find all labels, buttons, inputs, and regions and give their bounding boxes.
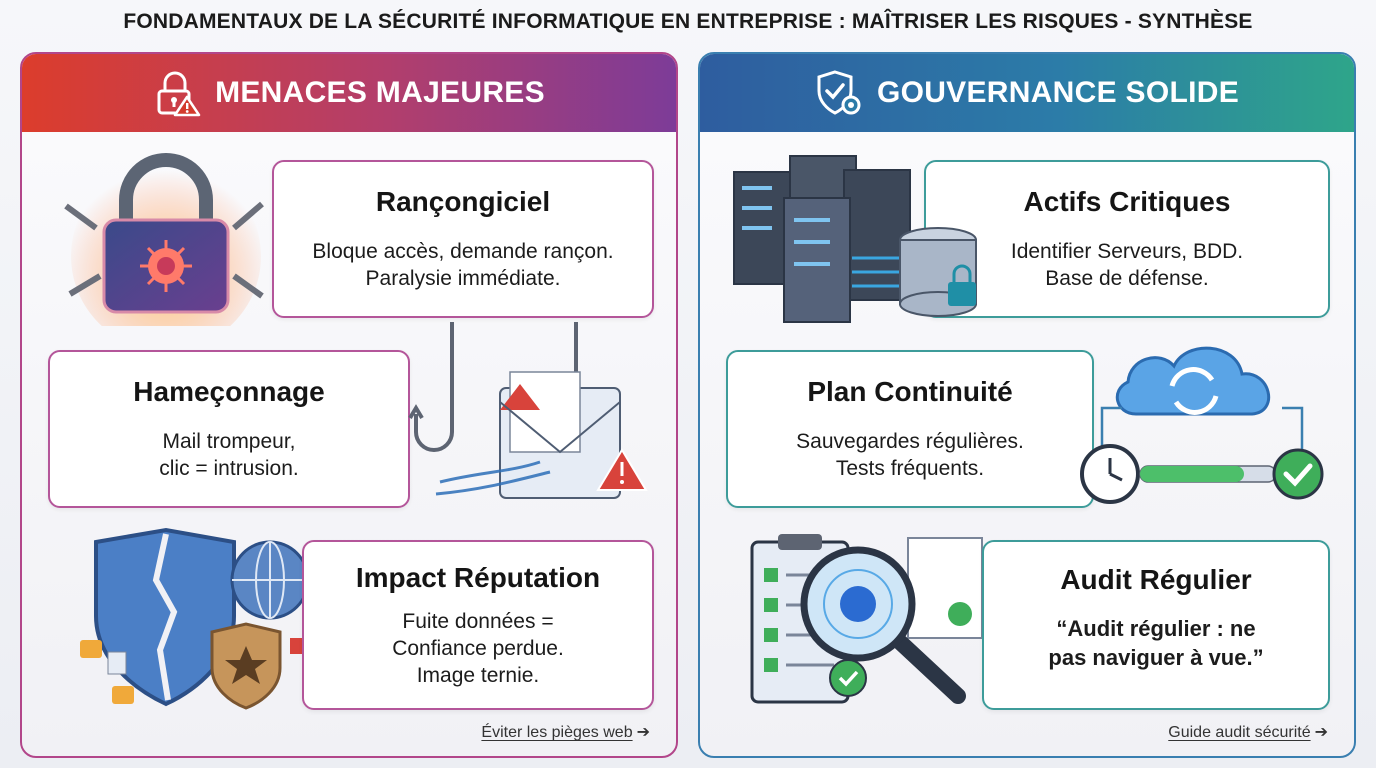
threats-panel-title: MENACES MAJEURES xyxy=(215,76,545,109)
continuity-plan-card: Plan Continuité Sauvegardes régulières. … xyxy=(726,350,1094,508)
threats-panel: MENACES MAJEURES Rançongiciel Bloque a xyxy=(20,52,678,758)
phishing-hook-email-icon xyxy=(408,322,648,499)
governance-panel: GOUVERNANCE SOLIDE Actifs Critiques Iden… xyxy=(698,52,1356,758)
audit-magnifier-icon xyxy=(750,534,983,704)
critical-assets-card: Actifs Critiques Identifier Serveurs, BD… xyxy=(924,160,1330,318)
broken-shield-icon xyxy=(80,527,310,710)
ransomware-card: Rançongiciel Bloque accès, demande ranço… xyxy=(272,160,654,318)
ransomware-title: Rançongiciel xyxy=(375,186,551,217)
phishing-description: Mail trompeur, clic = intrusion. xyxy=(159,430,299,480)
critical-assets-title: Actifs Critiques xyxy=(1023,186,1231,217)
arrow-right-icon: ➔ xyxy=(636,724,650,741)
page-title: FONDAMENTAUX DE LA SÉCURITÉ INFORMATIQUE… xyxy=(123,10,1253,33)
governance-panel-header: GOUVERNANCE SOLIDE xyxy=(700,54,1354,132)
padlock-warning-icon xyxy=(157,71,201,117)
continuity-plan-title: Plan Continuité xyxy=(807,376,1013,407)
cloud-backup-icon xyxy=(1080,346,1324,504)
continuity-plan-description: Sauvegardes régulières. Tests fréquents. xyxy=(796,430,1024,480)
security-audit-guide-link[interactable]: Guide audit sécurité➔ xyxy=(1168,724,1328,741)
phishing-card: Hameçonnage Mail trompeur, clic = intrus… xyxy=(48,350,410,508)
regular-audit-card: Audit Régulier “Audit régulier : ne pas … xyxy=(982,540,1330,710)
governance-panel-title: GOUVERNANCE SOLIDE xyxy=(876,76,1240,109)
reputation-impact-title: Impact Réputation xyxy=(355,562,601,593)
server-database-icon xyxy=(733,155,977,323)
locked-padlock-virus-icon xyxy=(64,153,264,326)
threats-panel-header: MENACES MAJEURES xyxy=(22,54,676,132)
avoid-web-traps-link[interactable]: Éviter les pièges web➔ xyxy=(481,724,650,741)
phishing-title: Hameçonnage xyxy=(133,376,325,407)
shield-gear-icon xyxy=(817,70,861,115)
regular-audit-title: Audit Régulier xyxy=(1060,564,1252,595)
arrow-right-icon: ➔ xyxy=(1314,724,1328,741)
regular-audit-quote: “Audit régulier : ne pas naviguer à vue.… xyxy=(1048,616,1264,670)
reputation-impact-card: Impact Réputation Fuite données = Confia… xyxy=(302,540,654,710)
critical-assets-description: Identifier Serveurs, BDD. Base de défens… xyxy=(1010,240,1244,290)
reputation-impact-description: Fuite données = Confiance perdue. Image … xyxy=(392,610,564,687)
ransomware-description: Bloque accès, demande rançon. Paralysie … xyxy=(312,240,614,290)
